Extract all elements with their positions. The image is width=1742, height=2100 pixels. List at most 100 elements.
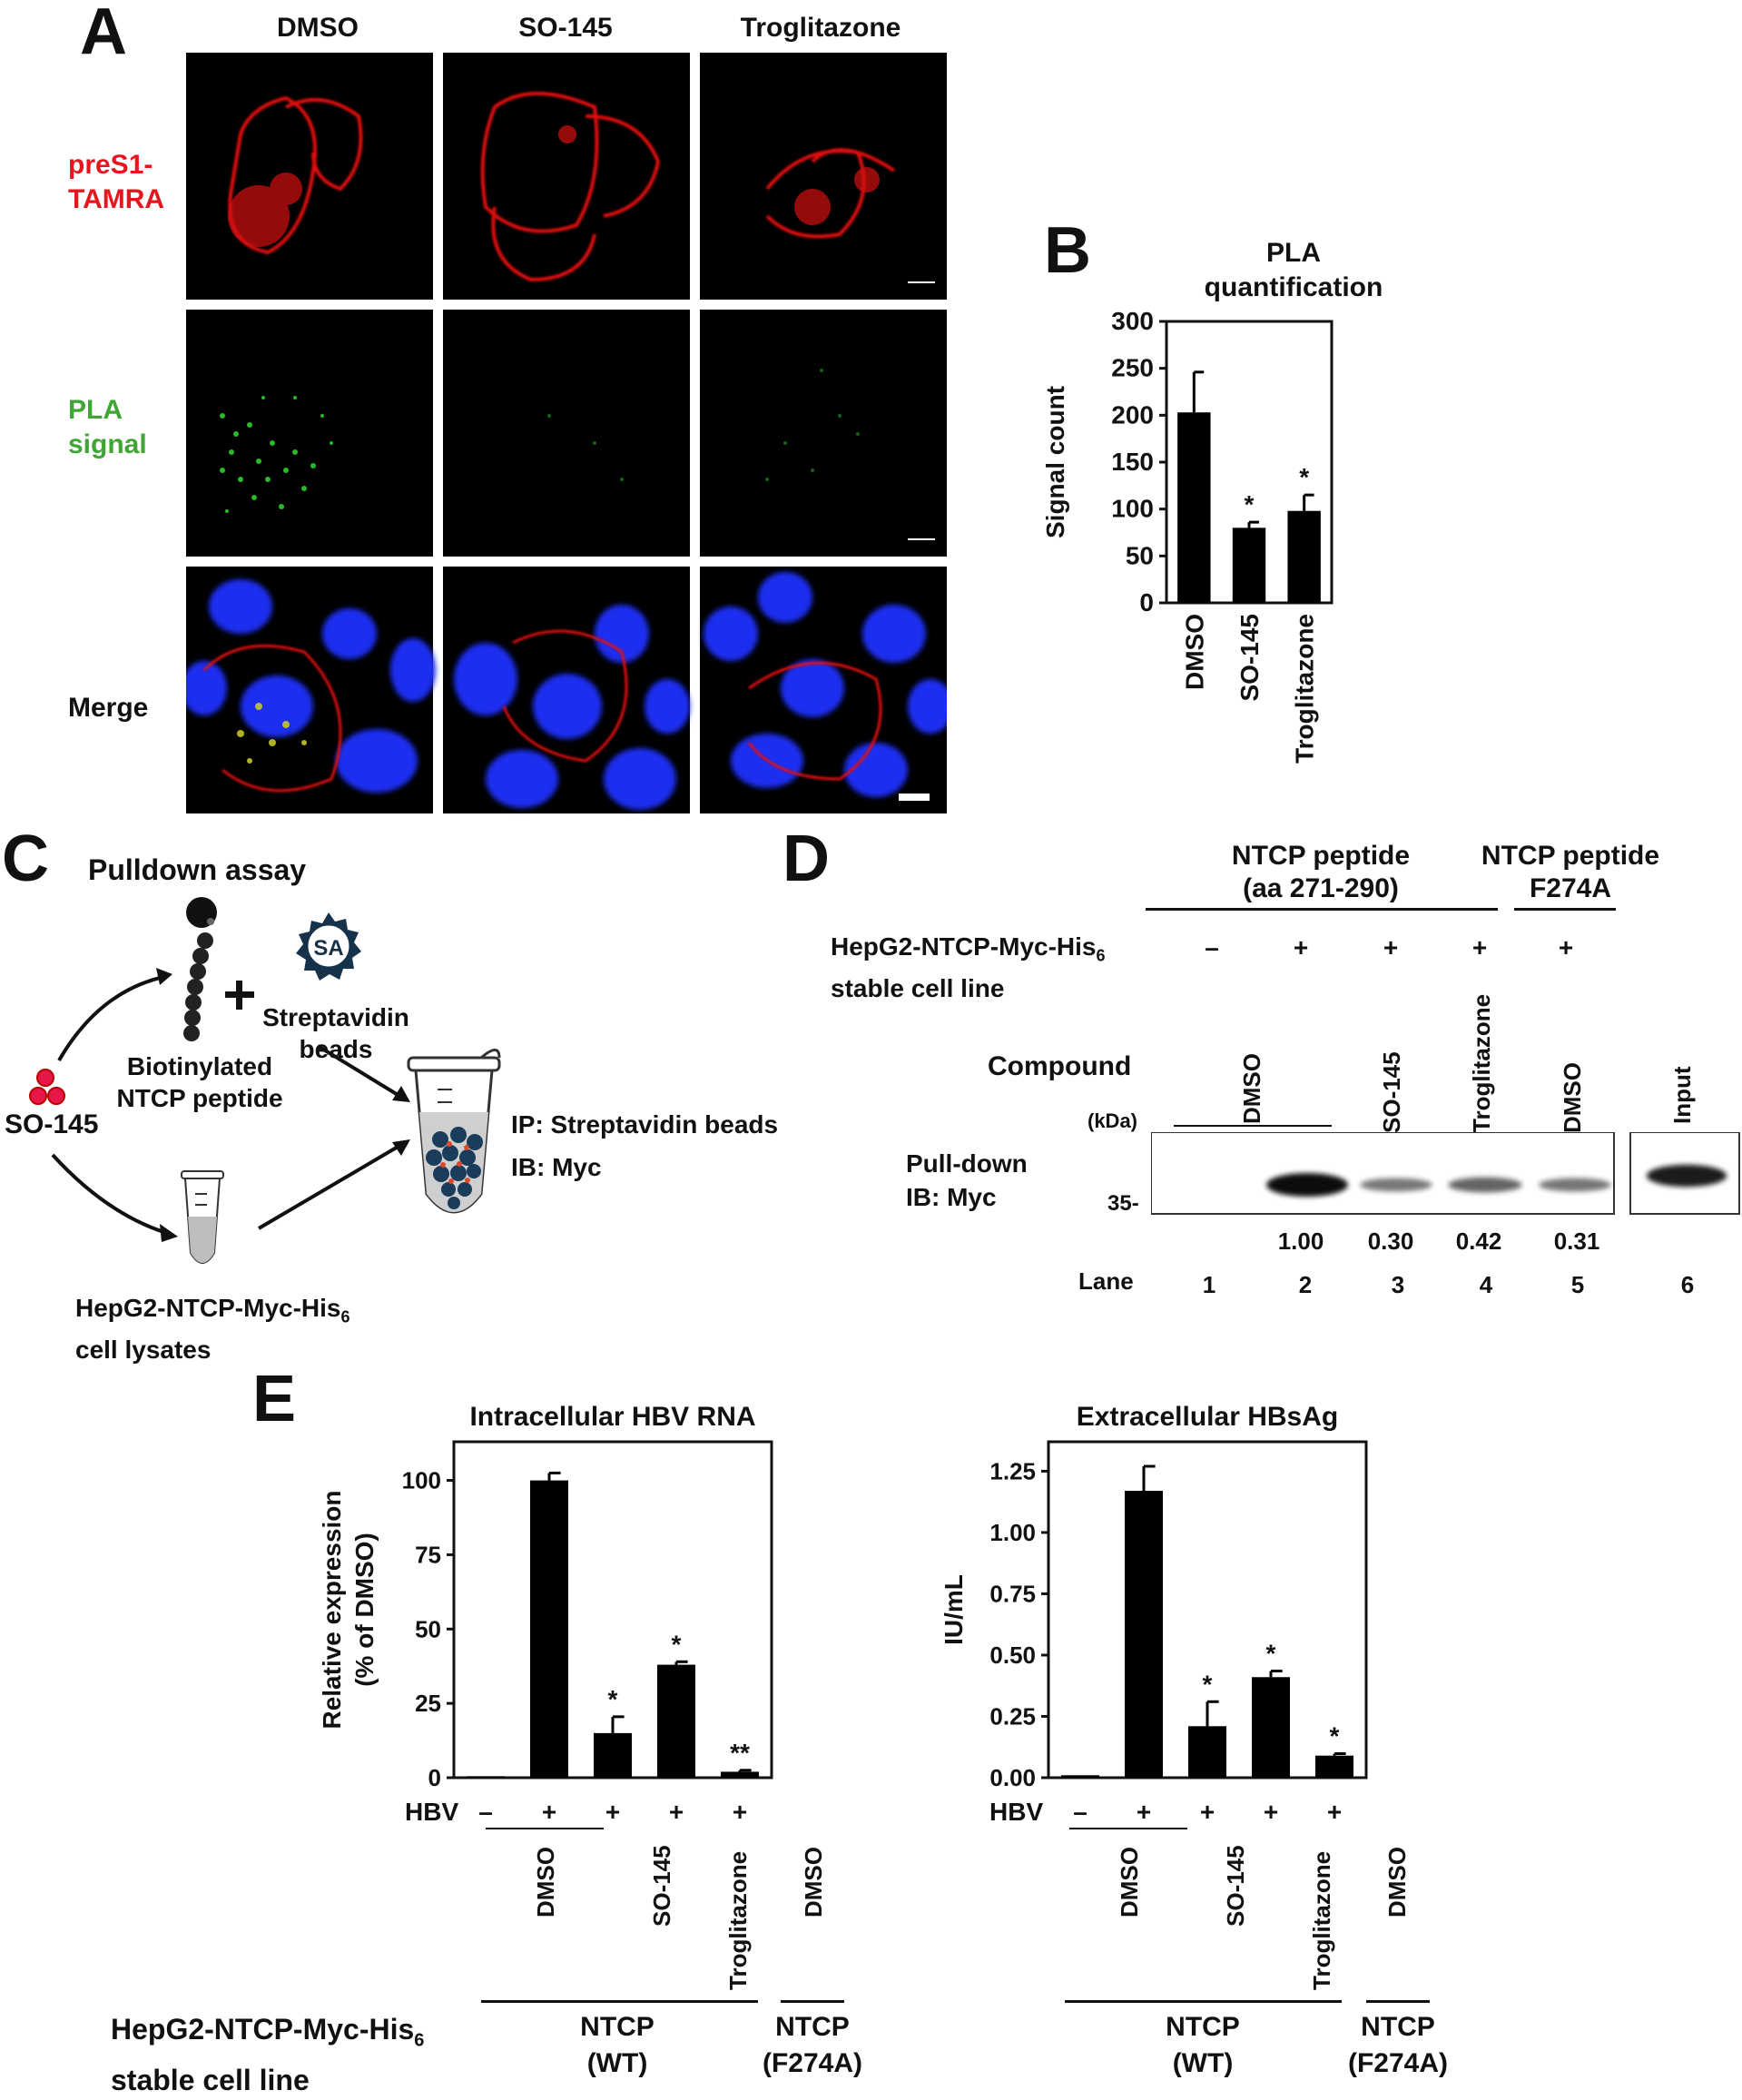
hbv-sign: + <box>1326 1798 1343 1826</box>
significance-mark: * <box>1330 1722 1340 1750</box>
e-compound-labels: DMSO SO-145 Troglitazone DMSO DMSO SO-14… <box>532 1845 1411 1990</box>
bar <box>1177 412 1211 603</box>
so145-label: SO-145 <box>5 1109 99 1139</box>
bar <box>1315 1755 1353 1778</box>
ratio-lane-4: 0.42 <box>1455 1227 1502 1255</box>
y-tick-label: 75 <box>415 1541 441 1568</box>
hbv-sign: + <box>732 1798 748 1826</box>
e-cellline-label: HepG2-NTCP-Myc-His6 stable cell line <box>111 2013 425 2097</box>
svg-text:Troglitazone: Troglitazone <box>1468 994 1495 1133</box>
significance-mark: * <box>672 1630 682 1658</box>
x-tick-label: Troglitazone <box>1291 614 1319 764</box>
row-label-pla-signal: PLA signal <box>68 395 147 459</box>
hbv-label-right: HBV <box>989 1798 1044 1826</box>
significance-mark: * <box>1266 1640 1276 1668</box>
significance-mark: ** <box>730 1739 750 1767</box>
d-sign-1: – <box>1205 933 1219 961</box>
bar <box>1252 1677 1290 1778</box>
y-tick-label: 50 <box>415 1615 441 1642</box>
d-sign-5: + <box>1558 933 1574 961</box>
group-label-ntcp-wt: NTCP peptide (aa 271-290) <box>1231 841 1411 903</box>
significance-mark: * <box>1203 1670 1213 1698</box>
group-ntcp-f274a-right: NTCP (F274A) <box>1347 2012 1449 2078</box>
y-tick-label: 0.00 <box>989 1764 1036 1791</box>
svg-text:DMSO: DMSO <box>1383 1847 1411 1918</box>
bar <box>594 1732 632 1778</box>
bar <box>1287 510 1321 603</box>
kda-label: (kDa) <box>1088 1109 1138 1132</box>
svg-text:DMSO: DMSO <box>1559 1062 1586 1133</box>
group-underline-f274a <box>1514 908 1616 911</box>
hbv-sign: + <box>1136 1798 1152 1826</box>
pulldown-assay-title: Pulldown assay <box>88 853 307 886</box>
y-axis-label: Relative expression <box>318 1490 346 1729</box>
bar <box>721 1771 759 1778</box>
micrograph-dmso-tamra <box>186 53 433 300</box>
y-tick-label: 0.75 <box>989 1580 1036 1607</box>
hbv-sign: – <box>1073 1798 1088 1826</box>
y-tick-label: 25 <box>415 1690 441 1717</box>
band-lane-3 <box>1360 1178 1432 1192</box>
bar <box>1125 1491 1163 1778</box>
y-tick-label: 100 <box>1111 495 1154 523</box>
y-tick-label: 300 <box>1111 307 1154 335</box>
significance-mark: * <box>1299 463 1309 491</box>
marker-35-label: 35- <box>1107 1191 1139 1216</box>
lane-number-2: 2 <box>1298 1271 1313 1298</box>
group-ntcp-wt-left: NTCP (WT) <box>580 2012 654 2078</box>
column-header-so145: SO-145 <box>518 13 613 43</box>
dmso-underline <box>1174 1125 1332 1127</box>
x-tick-label: DMSO <box>1180 614 1208 690</box>
cell-lysates-label: HepG2-NTCP-Myc-His6 cell lysates <box>75 1294 350 1364</box>
row-label-merge: Merge <box>68 693 149 723</box>
hbv-sign: – <box>478 1798 493 1826</box>
ratio-lane-3: 0.30 <box>1367 1227 1414 1255</box>
streptavidin-beads-label: Streptavidin beads <box>262 1003 409 1063</box>
blot-membrane <box>1151 1132 1615 1215</box>
y-tick-label: 150 <box>1111 448 1154 476</box>
svg-text:SO-145: SO-145 <box>648 1845 675 1927</box>
pulldown-tube-icon <box>407 1049 501 1214</box>
lane-number-4: 4 <box>1479 1271 1493 1298</box>
y-axis-label: Signal count <box>1041 386 1069 538</box>
ratio-lane-2: 1.00 <box>1277 1227 1324 1255</box>
significance-mark: * <box>608 1685 618 1713</box>
micrograph-dmso-pla <box>186 310 433 557</box>
panel-d-letter: D <box>782 823 830 895</box>
svg-text:DMSO: DMSO <box>800 1847 827 1918</box>
panel-e-letter: E <box>252 1363 297 1435</box>
bar <box>530 1480 568 1778</box>
y-tick-label: 0 <box>428 1764 441 1791</box>
dmso-underline-right <box>1069 1828 1187 1829</box>
svg-text:SO-145: SO-145 <box>1222 1845 1249 1927</box>
x-tick-label: SO-145 <box>1235 614 1264 702</box>
band-lane-4 <box>1448 1177 1522 1193</box>
band-lane-6 <box>1646 1164 1727 1188</box>
lysate-tube-icon <box>181 1170 224 1264</box>
hbv-sign: + <box>1199 1798 1215 1826</box>
bar <box>1188 1726 1226 1778</box>
wt-underline-left <box>481 2000 758 2003</box>
pulldown-schematic: SA <box>29 897 501 1264</box>
panel-a-letter: A <box>80 0 127 68</box>
group-ntcp-f274a-left: NTCP (F274A) <box>762 2012 863 2078</box>
lane-number-5: 5 <box>1570 1271 1585 1298</box>
western-blot <box>1151 1132 1740 1215</box>
hbv-sign: + <box>605 1798 621 1826</box>
group-ntcp-wt-right: NTCP (WT) <box>1166 2012 1240 2078</box>
row-label-pres1-tamra: preS1- TAMRA <box>68 150 165 214</box>
extracellular-hbsag-chart: 0.000.250.500.751.001.25***Extracellular… <box>940 1402 1368 1791</box>
hbv-label-left: HBV <box>405 1798 459 1826</box>
y-axis-label: IU/mL <box>940 1574 968 1645</box>
svg-text:DMSO: DMSO <box>532 1847 559 1918</box>
column-header-troglitazone: Troglitazone <box>740 13 901 43</box>
svg-text:DMSO: DMSO <box>1238 1053 1265 1124</box>
so145-molecule-icon <box>29 1069 65 1105</box>
bar <box>657 1664 695 1778</box>
svg-text:Troglitazone: Troglitazone <box>1308 1851 1335 1990</box>
bar <box>467 1776 505 1778</box>
dmso-underline-left <box>486 1828 604 1829</box>
group-underline-wt <box>1146 908 1498 911</box>
